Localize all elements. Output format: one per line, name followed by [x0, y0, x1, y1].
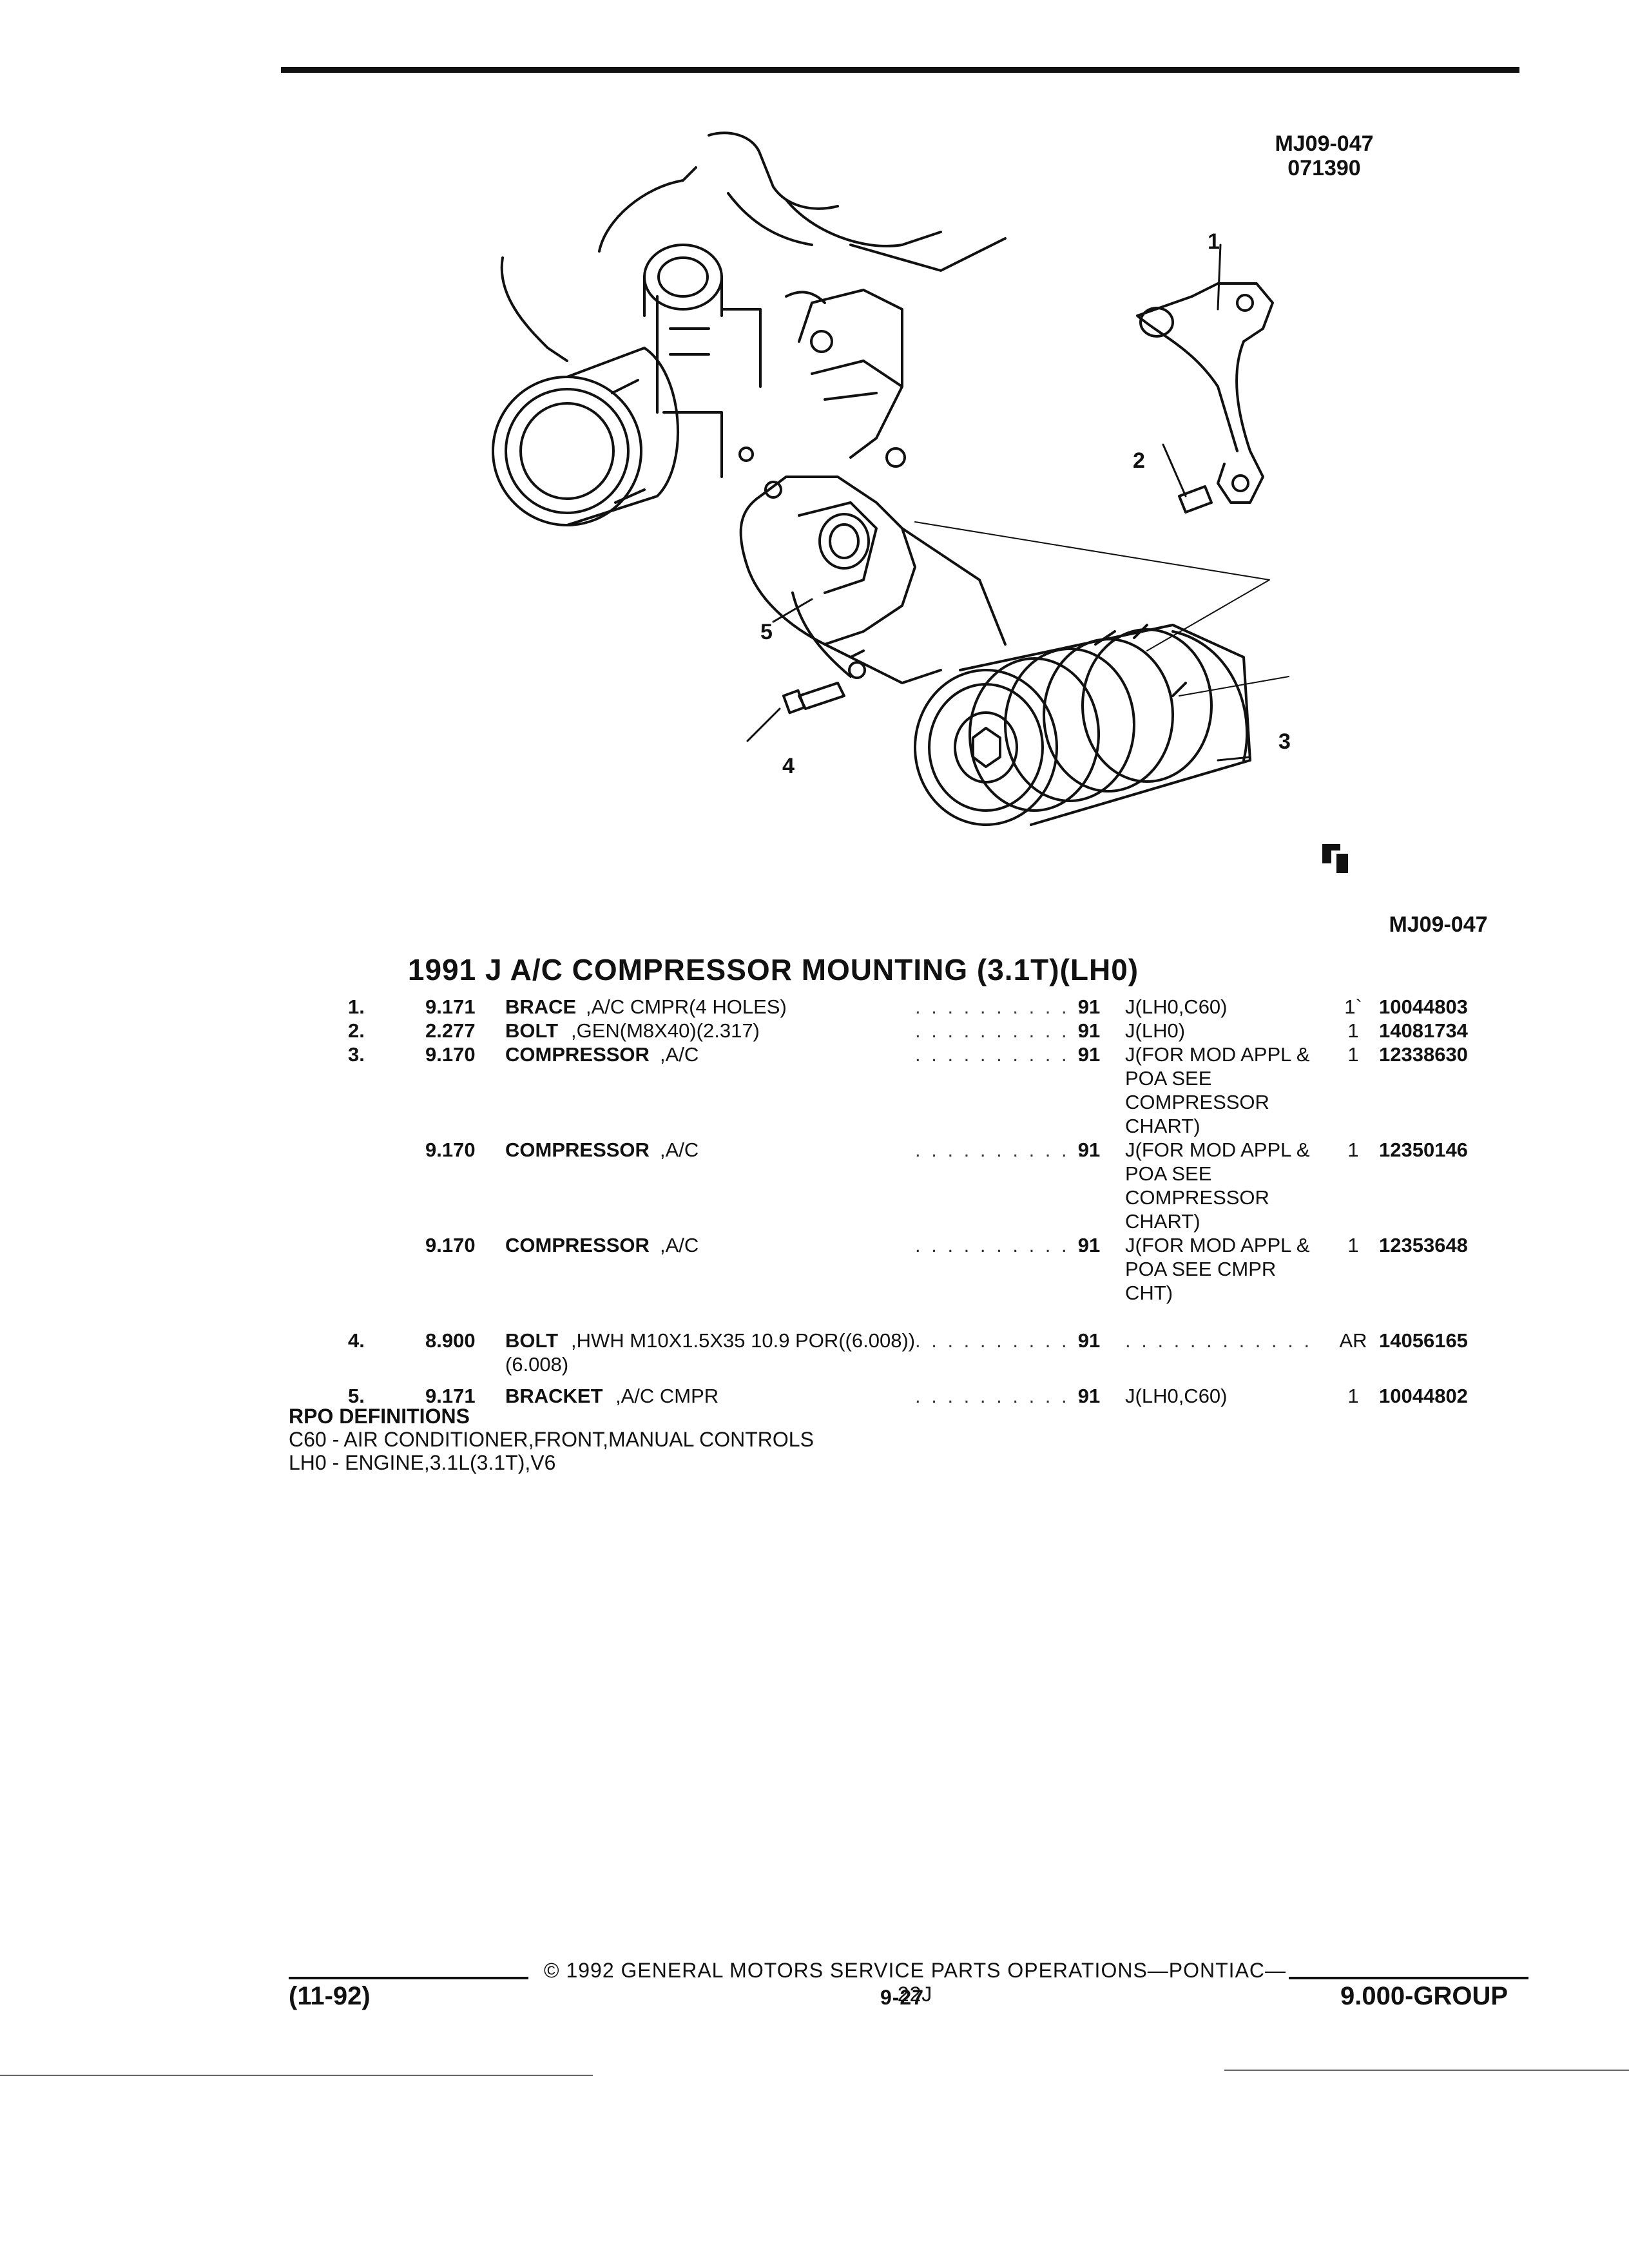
gm-logo-icon	[1322, 844, 1348, 873]
part-code: 9.170	[425, 1043, 476, 1066]
callout-4: 4	[782, 754, 795, 778]
scan-line	[0, 2075, 593, 2076]
part-description: ,A/C	[660, 1234, 699, 1256]
part-quantity: 1`	[1344, 995, 1362, 1018]
scan-line	[1224, 2070, 1629, 2071]
part-year: 91	[1077, 1385, 1101, 1407]
figure-code-top: MJ09-047 071390	[1244, 131, 1405, 180]
part-code: 9.170	[425, 1139, 476, 1161]
part-year: 91	[1077, 1139, 1101, 1161]
part-index: 2.	[348, 1019, 365, 1042]
part-year: 91	[1077, 1234, 1101, 1256]
part-name: COMPRESSOR	[505, 1234, 650, 1256]
part-code: 8.900	[425, 1329, 476, 1352]
part-name: BOLT	[505, 1329, 559, 1352]
part-quantity: 1	[1347, 1043, 1359, 1066]
part-index: 5.	[348, 1385, 365, 1407]
part-number: 12353648	[1379, 1234, 1468, 1256]
part-quantity: 1	[1347, 1385, 1359, 1407]
part-quantity: 1	[1347, 1234, 1359, 1256]
figure-code-bottom: MJ09-047	[1389, 912, 1488, 937]
part-description: ,A/C CMPR(4 HOLES)	[586, 995, 787, 1018]
dot-leader: . . . . . . . . . . . . . . . . . . .	[1125, 1329, 1318, 1352]
part-index: 1.	[348, 995, 365, 1018]
footer-copyright: © 1992 GENERAL MOTORS SERVICE PARTS OPER…	[543, 1959, 1287, 2006]
callout-5: 5	[760, 620, 773, 644]
part-usage: COMPRESSOR	[1125, 1091, 1269, 1113]
dot-leader: . . . . . . . . . . . . . . . . . . . . …	[915, 1385, 1108, 1407]
part-usage: POA SEE	[1125, 1162, 1212, 1185]
part-description: ,HWH M10X1.5X35 10.9 POR((6.008))	[571, 1329, 916, 1352]
footer-rule-left	[289, 1977, 528, 1979]
figure-code-text: MJ09-047	[1275, 131, 1374, 156]
part-code: 9.171	[425, 1385, 476, 1407]
part-number: 10044802	[1379, 1385, 1468, 1407]
part-usage: J(LH0)	[1125, 1019, 1186, 1042]
part-quantity: 1	[1347, 1019, 1359, 1042]
callout-2: 2	[1133, 448, 1145, 473]
part-year: 91	[1077, 1329, 1101, 1352]
part-usage: J(FOR MOD APPL &	[1125, 1043, 1310, 1066]
part-name: BOLT	[505, 1019, 559, 1042]
compressor-illustration	[492, 131, 1348, 873]
rpo-line: C60 - AIR CONDITIONER,FRONT,MANUAL CONTR…	[289, 1428, 814, 1451]
dot-leader: . . . . . . . . . . . . . . . . . . . . …	[915, 1329, 1108, 1352]
rpo-line: LH0 - ENGINE,3.1L(3.1T),V6	[289, 1451, 556, 1474]
part-usage: CHT)	[1125, 1282, 1173, 1304]
part-number: 10044803	[1379, 995, 1468, 1018]
rpo-definitions: RPO DEFINITIONS C60 - AIR CONDITIONER,FR…	[289, 1405, 814, 1474]
part-quantity: 1	[1347, 1139, 1359, 1161]
footer-group: 9.000-GROUP	[1340, 1982, 1509, 2010]
part-index: 4.	[348, 1329, 365, 1352]
part-number: 12338630	[1379, 1043, 1468, 1066]
callout-3: 3	[1278, 729, 1291, 754]
footer-date: (11-92)	[289, 1982, 371, 2010]
part-year: 91	[1077, 1019, 1101, 1042]
dot-leader: . . . . . . . . . . . . . . . . . . . . …	[915, 995, 1108, 1018]
part-description: ,GEN(M8X40)(2.317)	[571, 1019, 760, 1042]
part-usage: J(LH0,C60)	[1125, 1385, 1228, 1407]
part-usage: COMPRESSOR	[1125, 1186, 1269, 1209]
part-usage: POA SEE CMPR	[1125, 1258, 1277, 1280]
top-rule	[281, 67, 1519, 73]
part-number: 12350146	[1379, 1139, 1468, 1161]
part-description: ,A/C CMPR	[615, 1385, 719, 1407]
part-usage: J(FOR MOD APPL &	[1125, 1234, 1310, 1256]
part-code: 9.170	[425, 1234, 476, 1256]
dot-leader: . . . . . . . . . . . . . . . . . . . . …	[915, 1234, 1108, 1256]
callout-1: 1	[1208, 229, 1220, 254]
rpo-heading: RPO DEFINITIONS	[289, 1405, 470, 1428]
part-usage: J(LH0,C60)	[1125, 995, 1228, 1018]
dot-leader: . . . . . . . . . . . . . . . . . . . . …	[915, 1139, 1108, 1161]
part-name: COMPRESSOR	[505, 1139, 650, 1161]
page-title: 1991 J A/C COMPRESSOR MOUNTING (3.1T)(LH…	[407, 953, 1139, 986]
footer-rule-right	[1289, 1977, 1528, 1979]
part-name: COMPRESSOR	[505, 1043, 650, 1066]
part-usage: CHART)	[1125, 1210, 1200, 1233]
part-name: BRACKET	[505, 1385, 603, 1407]
part-description-cont: (6.008)	[505, 1353, 569, 1376]
dot-leader: . . . . . . . . . . . . . . . . . . . . …	[915, 1019, 1108, 1042]
part-quantity: AR	[1339, 1329, 1367, 1352]
part-year: 91	[1077, 1043, 1101, 1066]
part-number: 14081734	[1379, 1019, 1468, 1042]
part-usage: POA SEE	[1125, 1067, 1212, 1090]
part-description: ,A/C	[660, 1139, 699, 1161]
part-code: 9.171	[425, 995, 476, 1018]
part-usage: CHART)	[1125, 1115, 1200, 1137]
figure-date-code: 071390	[1287, 156, 1361, 180]
footer-page-number: 9-27	[880, 1986, 925, 2009]
part-code: 2.277	[425, 1019, 476, 1042]
part-description: ,A/C	[660, 1043, 699, 1066]
dot-leader: . . . . . . . . . . . . . . . . . . . . …	[915, 1043, 1108, 1066]
part-name: BRACE	[505, 995, 577, 1018]
part-index: 3.	[348, 1043, 365, 1066]
part-usage: J(FOR MOD APPL &	[1125, 1139, 1310, 1161]
part-number: 14056165	[1379, 1329, 1468, 1352]
part-year: 91	[1077, 995, 1101, 1018]
